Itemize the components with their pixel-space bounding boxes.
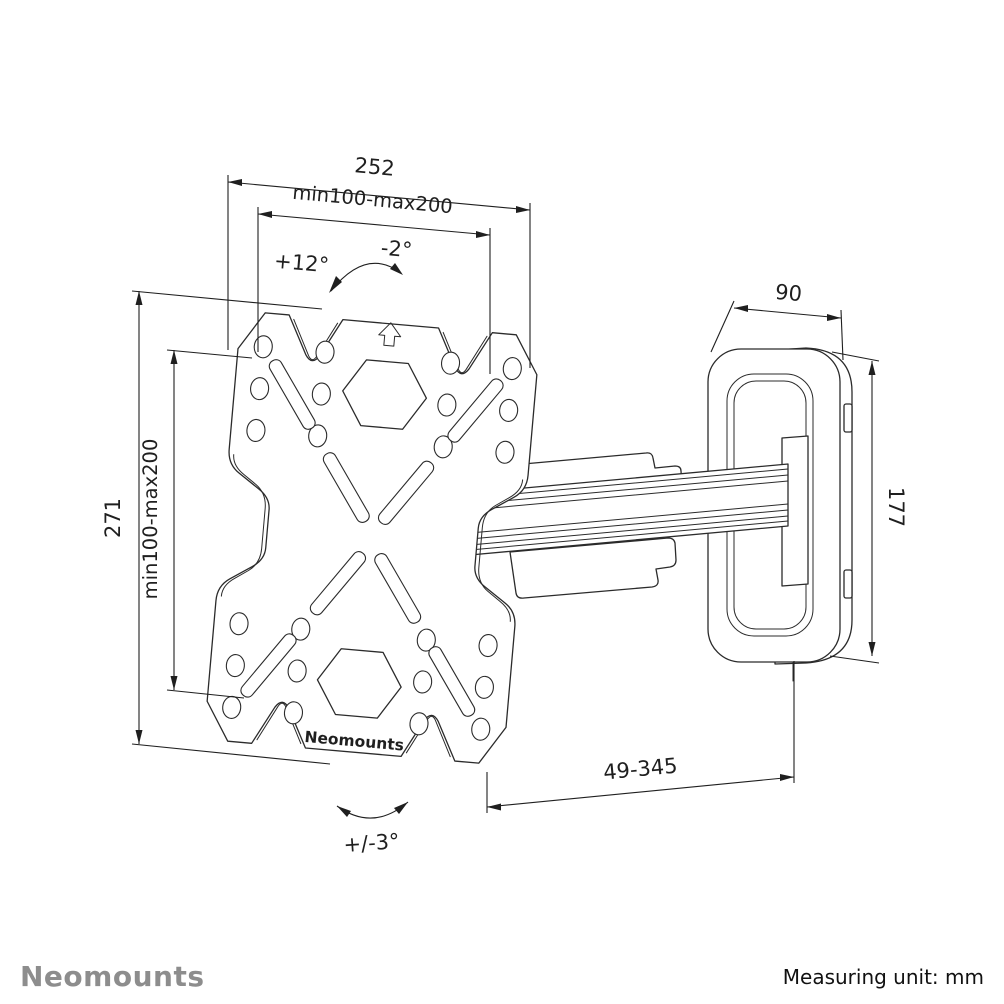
arm-bar-rib-2 (469, 474, 789, 505)
arm-bar-rib-6 (469, 515, 789, 546)
arm-bar-rib-1 (469, 468, 789, 499)
arm-bar-rib-3 (469, 480, 789, 511)
dim-vesa-v-ext-top (166, 349, 253, 359)
dim-vesa-vertical-label: min100-max200 (139, 439, 162, 600)
dim-49-345-line (486, 776, 795, 808)
dim-49-345-arrow-left (487, 803, 501, 811)
up-arrow-icon (378, 322, 402, 347)
dim-90-ext-left (710, 300, 735, 353)
dim-90-line (733, 307, 842, 319)
dim-90-ext-right (840, 309, 844, 361)
dim-tilt-up-label: +12° (273, 249, 330, 278)
dim-90-arrow-right (827, 314, 841, 321)
dim-vesa-h-line (257, 213, 491, 236)
dim-plate-height-label: 271 (101, 498, 125, 538)
dim-swivel-label: +/-3° (343, 829, 401, 857)
dim-271-ext-top (131, 290, 323, 310)
dimension-annotations: 252 min100-max200 +12° -2° 271 min100-ma… (101, 153, 908, 857)
tilt-arc (330, 262, 402, 292)
dim-vesa-h-arrow-right (476, 231, 490, 238)
wall-plate-tab-top (843, 403, 853, 433)
waist-accent-left (220, 454, 266, 597)
dim-177-arrow-top (868, 361, 876, 375)
arm (469, 452, 789, 599)
dim-vesa-v-ext-bottom (166, 689, 245, 699)
hex-hole-bottom (316, 648, 402, 719)
waist-accent-right (478, 479, 524, 622)
arm-bar-rib-7 (469, 520, 789, 551)
dim-tilt-down-label: -2° (380, 236, 413, 263)
dim-49-345-arrow-right (780, 774, 794, 781)
dim-wall-plate-height-label: 177 (884, 487, 908, 527)
tilt-arrow-right (390, 263, 403, 275)
brand-logo: Neomounts (20, 960, 205, 993)
arm-bar-rib-4 (469, 503, 789, 534)
dim-177-ext-top (831, 351, 880, 362)
dim-vesa-h-arrow-left (258, 211, 272, 218)
swivel-arrow-right (394, 802, 408, 814)
dim-271-arrow-top (135, 291, 143, 305)
dim-plate-width-label: 252 (354, 153, 396, 181)
dim-252-arrow-left (228, 179, 242, 186)
dim-252-arrow-right (516, 206, 530, 213)
swivel-arrow-left (337, 806, 351, 817)
vesa-holes (222, 335, 522, 741)
dim-90-arrow-left (734, 305, 748, 312)
wall-plate-tab-bottom (843, 569, 853, 599)
dim-extension-label: 49-345 (602, 754, 678, 785)
measuring-unit-label: Measuring unit: mm (783, 965, 984, 989)
dim-vesa-horizontal-label: min100-max200 (292, 181, 454, 218)
dim-vesa-v-arrow-top (170, 350, 178, 364)
tilt-arrow-left (329, 276, 342, 293)
dim-271-arrow-bottom (135, 730, 143, 744)
dim-vesa-v-arrow-bottom (170, 676, 178, 690)
vesa-slots (240, 359, 504, 717)
hex-hole-top (342, 359, 428, 430)
dim-271-ext-bottom (131, 743, 331, 765)
vesa-plate: Neomounts (206, 312, 538, 764)
dim-wall-plate-width-label: 90 (774, 280, 803, 306)
arm-lower-bracket (509, 537, 677, 599)
dim-252-line (227, 181, 531, 211)
dim-177-arrow-bottom (868, 642, 876, 656)
arm-bar-rib-5 (469, 509, 789, 540)
dim-177-ext-bottom (829, 655, 880, 664)
